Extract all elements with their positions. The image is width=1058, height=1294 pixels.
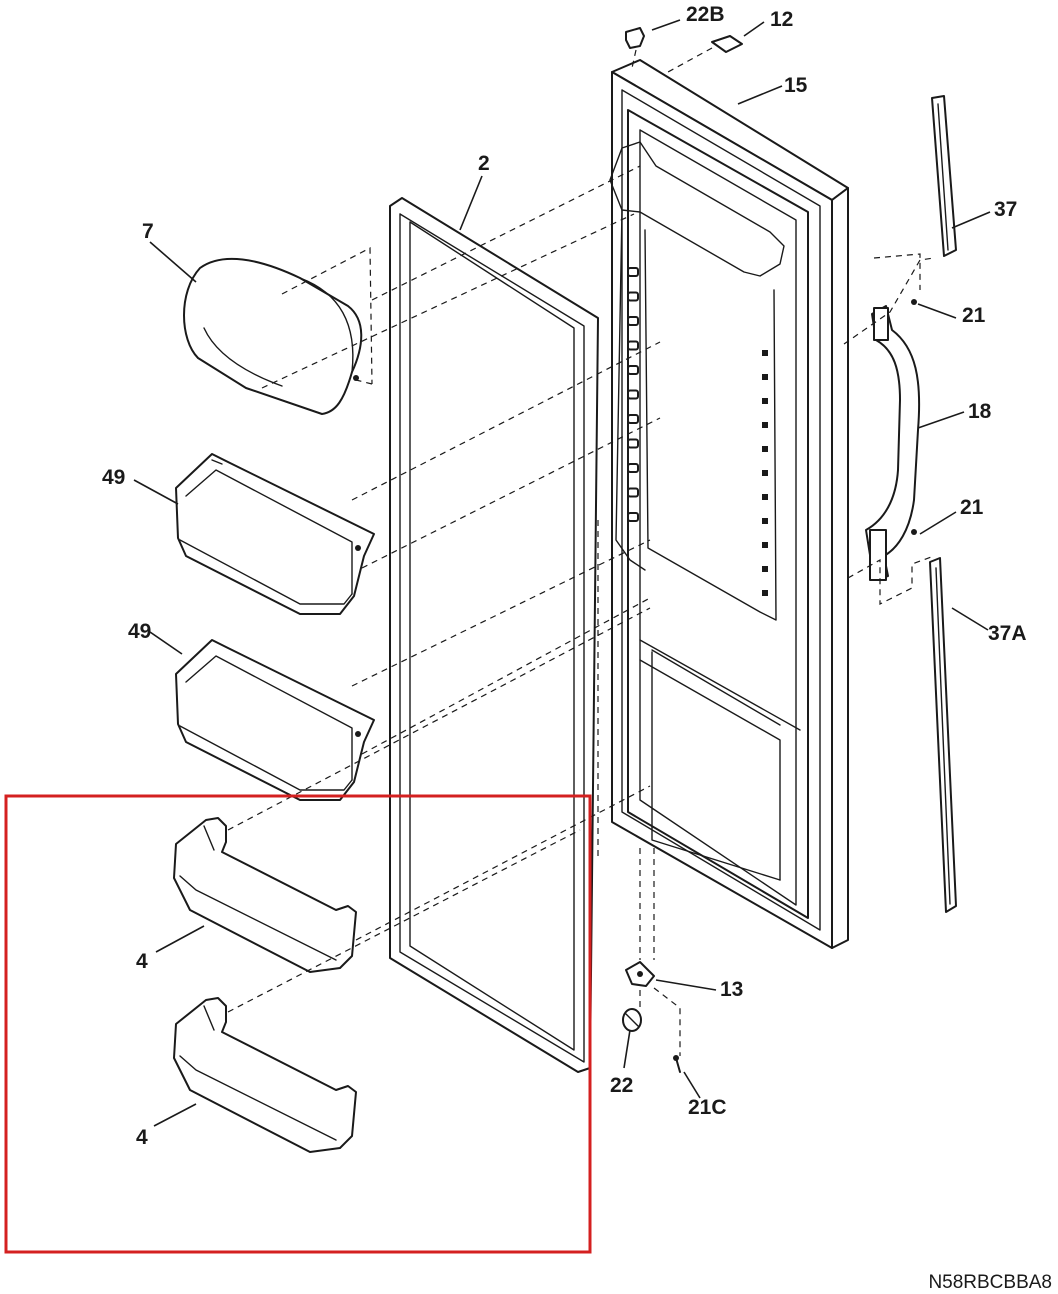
shelf-stud — [762, 542, 768, 548]
bottom-hinge-13 — [625, 961, 655, 987]
shelf-stud — [762, 422, 768, 428]
shelf-studs — [627, 267, 639, 522]
shelf-stud — [627, 389, 639, 400]
callout-15: 15 — [784, 74, 808, 97]
screw-21-bottom — [911, 529, 917, 535]
shelf-stud — [762, 494, 768, 500]
callout-49-top: 49 — [102, 466, 125, 489]
door-handle — [865, 305, 921, 581]
shelf-stud — [762, 446, 768, 452]
shelf-stud — [627, 414, 639, 424]
handle-trim-37 — [931, 95, 957, 257]
door-bin-4-bottom — [173, 997, 357, 1153]
highlight-box — [4, 794, 592, 1254]
callout-37a: 37A — [988, 622, 1027, 645]
callout-labels: 22B 12 15 2 37 7 21 18 49 21 49 37A 4 13… — [102, 3, 1027, 1149]
shelf-stud — [762, 518, 768, 524]
shelf-stud — [627, 291, 639, 302]
callout-4-bottom: 4 — [136, 1126, 148, 1149]
door-cap-plug-12 — [667, 35, 743, 73]
shelf-stud — [762, 470, 768, 476]
callout-49-bottom: 49 — [128, 620, 151, 643]
callout-22b: 22B — [686, 3, 725, 26]
shelf-stud — [627, 267, 639, 277]
shelf-stud — [627, 463, 639, 473]
assembly-lines — [227, 165, 935, 1056]
hinge-bushing-22b — [625, 27, 645, 69]
leader-lines — [133, 19, 991, 1127]
callout-21-top: 21 — [962, 304, 986, 327]
shelf-studs-right — [762, 350, 768, 596]
callout-18: 18 — [968, 400, 992, 423]
callout-13: 13 — [720, 978, 743, 1001]
door-gasket — [389, 197, 599, 1073]
callout-21c: 21C — [688, 1096, 727, 1119]
shelf-stud — [627, 487, 639, 498]
callout-22: 22 — [610, 1074, 633, 1097]
door-bin-49-top — [175, 453, 375, 615]
door-bin-49-bottom — [175, 639, 375, 801]
shelf-stud — [762, 566, 768, 572]
door-bin-4-top — [173, 817, 357, 973]
shelf-stud — [627, 340, 639, 351]
callout-2: 2 — [478, 152, 490, 175]
shelf-stud — [762, 590, 768, 596]
shelf-stud — [762, 398, 768, 404]
door-outer-shell — [611, 59, 849, 949]
shelf-stud — [762, 374, 768, 380]
handle-trim-37a — [929, 557, 957, 913]
shelf-stud — [627, 512, 639, 522]
screw-21c — [673, 1055, 681, 1073]
callout-4-top: 4 — [136, 950, 148, 973]
shelf-stud — [627, 316, 639, 326]
dairy-compartment-door — [183, 257, 363, 415]
screw-21-top — [911, 299, 917, 305]
callout-7: 7 — [142, 220, 154, 243]
callout-37: 37 — [994, 198, 1017, 221]
hinge-pin-22 — [622, 1008, 642, 1032]
diagram-code: N58RBCBBA8 — [928, 1272, 1052, 1293]
callout-21-bottom: 21 — [960, 496, 984, 519]
shelf-stud — [762, 350, 768, 356]
callout-12: 12 — [770, 8, 793, 31]
shelf-stud — [627, 438, 639, 449]
shelf-stud — [627, 365, 639, 375]
door-liner — [609, 109, 809, 919]
